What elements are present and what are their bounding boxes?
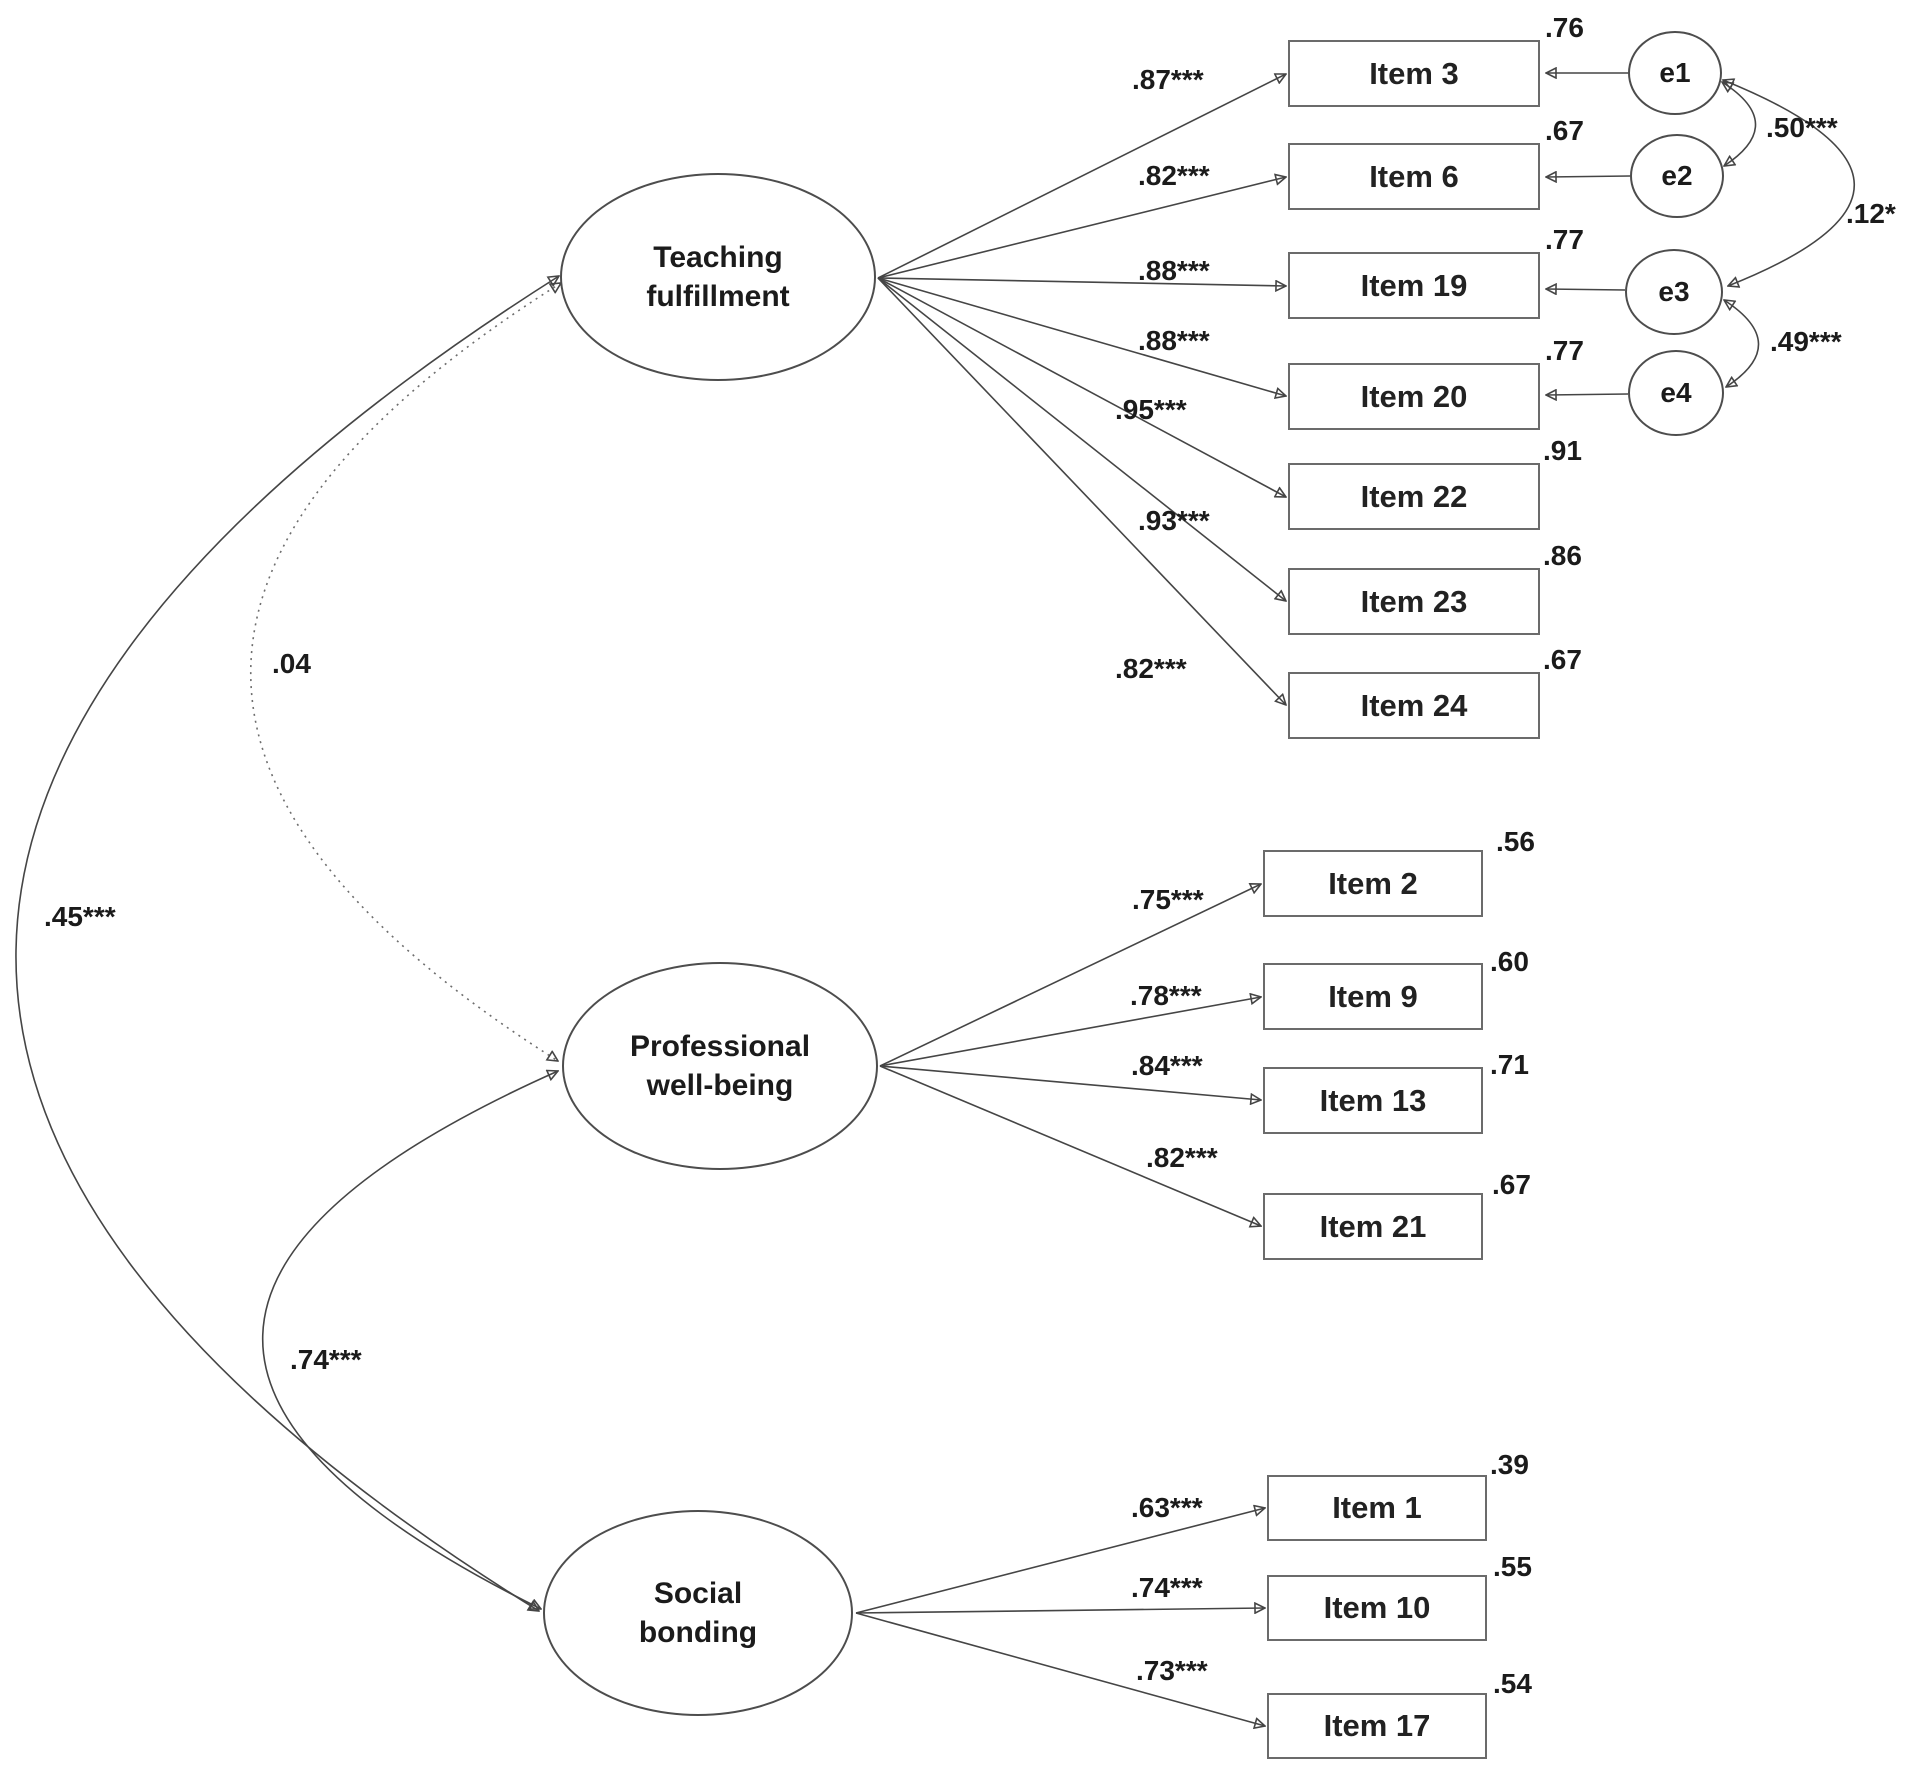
r2-label-item-17: .54 — [1493, 1668, 1532, 1699]
r2-label-item-22: .91 — [1543, 435, 1582, 466]
cov-label-pwb-sb: .74*** — [290, 1344, 362, 1375]
error-circle-e3: e3 — [1625, 249, 1723, 335]
r2-label-item-1: .39 — [1490, 1449, 1529, 1480]
loading-path-item-1 — [855, 1508, 1265, 1614]
loading-path-item-10 — [855, 1608, 1265, 1613]
cov-label-e1-e3: .12* — [1846, 198, 1896, 229]
cov-arc-tf-sb — [15, 276, 559, 1611]
cov-arc-pwb-sb — [261, 1071, 558, 1609]
item-box-item-20: Item 20 — [1288, 363, 1540, 430]
latent-professional-well-being: Professional well-being — [562, 962, 878, 1170]
cov-arc-e1-e2 — [1722, 82, 1757, 166]
loading-path-item-23 — [877, 277, 1286, 601]
error-path-e4 — [1546, 394, 1629, 395]
latent-label-line: well-being — [646, 1069, 794, 1102]
loading-path-item-21 — [879, 1065, 1261, 1226]
item-box-item-24: Item 24 — [1288, 672, 1540, 739]
cov-label-e1-e2: .50*** — [1766, 112, 1838, 143]
loading-label-item-21: .82*** — [1146, 1142, 1218, 1173]
loading-label-item-10: .74*** — [1131, 1572, 1203, 1603]
latent-teaching-fulfillment: Teaching fulfillment — [560, 173, 876, 381]
cov-label-tf-pwb: .04 — [272, 648, 311, 679]
item-box-item-21: Item 21 — [1263, 1193, 1483, 1260]
loading-label-item-24: .82*** — [1115, 653, 1187, 684]
loading-label-item-2: .75*** — [1132, 884, 1204, 915]
r2-label-item-21: .67 — [1492, 1169, 1531, 1200]
cov-label-e3-e4: .49*** — [1770, 326, 1842, 357]
error-circle-e2: e2 — [1630, 134, 1724, 218]
item-box-item-23: Item 23 — [1288, 568, 1540, 635]
cov-arc-e3-e4 — [1724, 300, 1760, 387]
loading-label-item-9: .78*** — [1130, 980, 1202, 1011]
r2-label-item-10: .55 — [1493, 1551, 1532, 1582]
loading-label-item-13: .84*** — [1131, 1050, 1203, 1081]
cov-arc-e1-e3 — [1723, 80, 1855, 286]
item-box-item-3: Item 3 — [1288, 40, 1540, 107]
loading-path-item-6 — [877, 177, 1286, 279]
loading-path-item-19 — [877, 277, 1286, 286]
latent-label-line: Social — [653, 1577, 743, 1610]
item-box-item-9: Item 9 — [1263, 963, 1483, 1030]
r2-label-item-24: .67 — [1543, 644, 1582, 675]
r2-label-item-6: .67 — [1545, 115, 1584, 146]
error-circle-e1: e1 — [1628, 31, 1722, 115]
loading-path-item-24 — [877, 277, 1286, 705]
item-box-item-17: Item 17 — [1267, 1693, 1487, 1759]
item-box-item-2: Item 2 — [1263, 850, 1483, 917]
r2-label-item-2: .56 — [1496, 826, 1535, 857]
loading-label-item-1: .63*** — [1131, 1492, 1203, 1523]
loading-path-item-22 — [877, 277, 1286, 497]
cov-label-tf-sb: .45*** — [44, 901, 116, 932]
loading-label-item-19: .88*** — [1138, 255, 1210, 286]
error-circle-e4: e4 — [1628, 350, 1724, 436]
loading-path-item-20 — [877, 277, 1286, 396]
r2-label-item-20: .77 — [1545, 335, 1584, 366]
r2-label-item-23: .86 — [1543, 540, 1582, 571]
latent-label-line: fulfillment — [646, 280, 790, 313]
loading-label-item-3: .87*** — [1132, 64, 1204, 95]
loading-path-item-3 — [877, 74, 1286, 279]
loading-label-item-17: .73*** — [1136, 1655, 1208, 1686]
r2-label-item-3: .76 — [1545, 12, 1584, 43]
loading-path-item-17 — [855, 1612, 1265, 1726]
latent-social-bonding: Social bonding — [543, 1510, 853, 1716]
error-path-e2 — [1546, 176, 1631, 177]
latent-label-line: Teaching — [653, 241, 783, 274]
r2-label-item-9: .60 — [1490, 946, 1529, 977]
latent-label-line: Professional — [629, 1030, 811, 1063]
item-box-item-6: Item 6 — [1288, 143, 1540, 210]
r2-label-item-19: .77 — [1545, 224, 1584, 255]
loading-path-item-9 — [879, 997, 1261, 1067]
item-box-item-13: Item 13 — [1263, 1067, 1483, 1134]
loading-path-item-13 — [879, 1065, 1261, 1100]
loading-label-item-23: .93*** — [1138, 505, 1210, 536]
cov-arc-tf-pwb — [249, 283, 561, 1061]
item-box-item-10: Item 10 — [1267, 1575, 1487, 1641]
loading-label-item-22: .95*** — [1115, 394, 1187, 425]
item-box-item-1: Item 1 — [1267, 1475, 1487, 1541]
error-path-e3 — [1546, 289, 1626, 290]
latent-label-line: bonding — [638, 1616, 758, 1649]
loading-label-item-6: .82*** — [1138, 160, 1210, 191]
item-box-item-22: Item 22 — [1288, 463, 1540, 530]
item-box-item-19: Item 19 — [1288, 252, 1540, 319]
r2-label-item-13: .71 — [1490, 1049, 1529, 1080]
loading-path-item-2 — [879, 884, 1261, 1067]
loading-label-item-20: .88*** — [1138, 325, 1210, 356]
